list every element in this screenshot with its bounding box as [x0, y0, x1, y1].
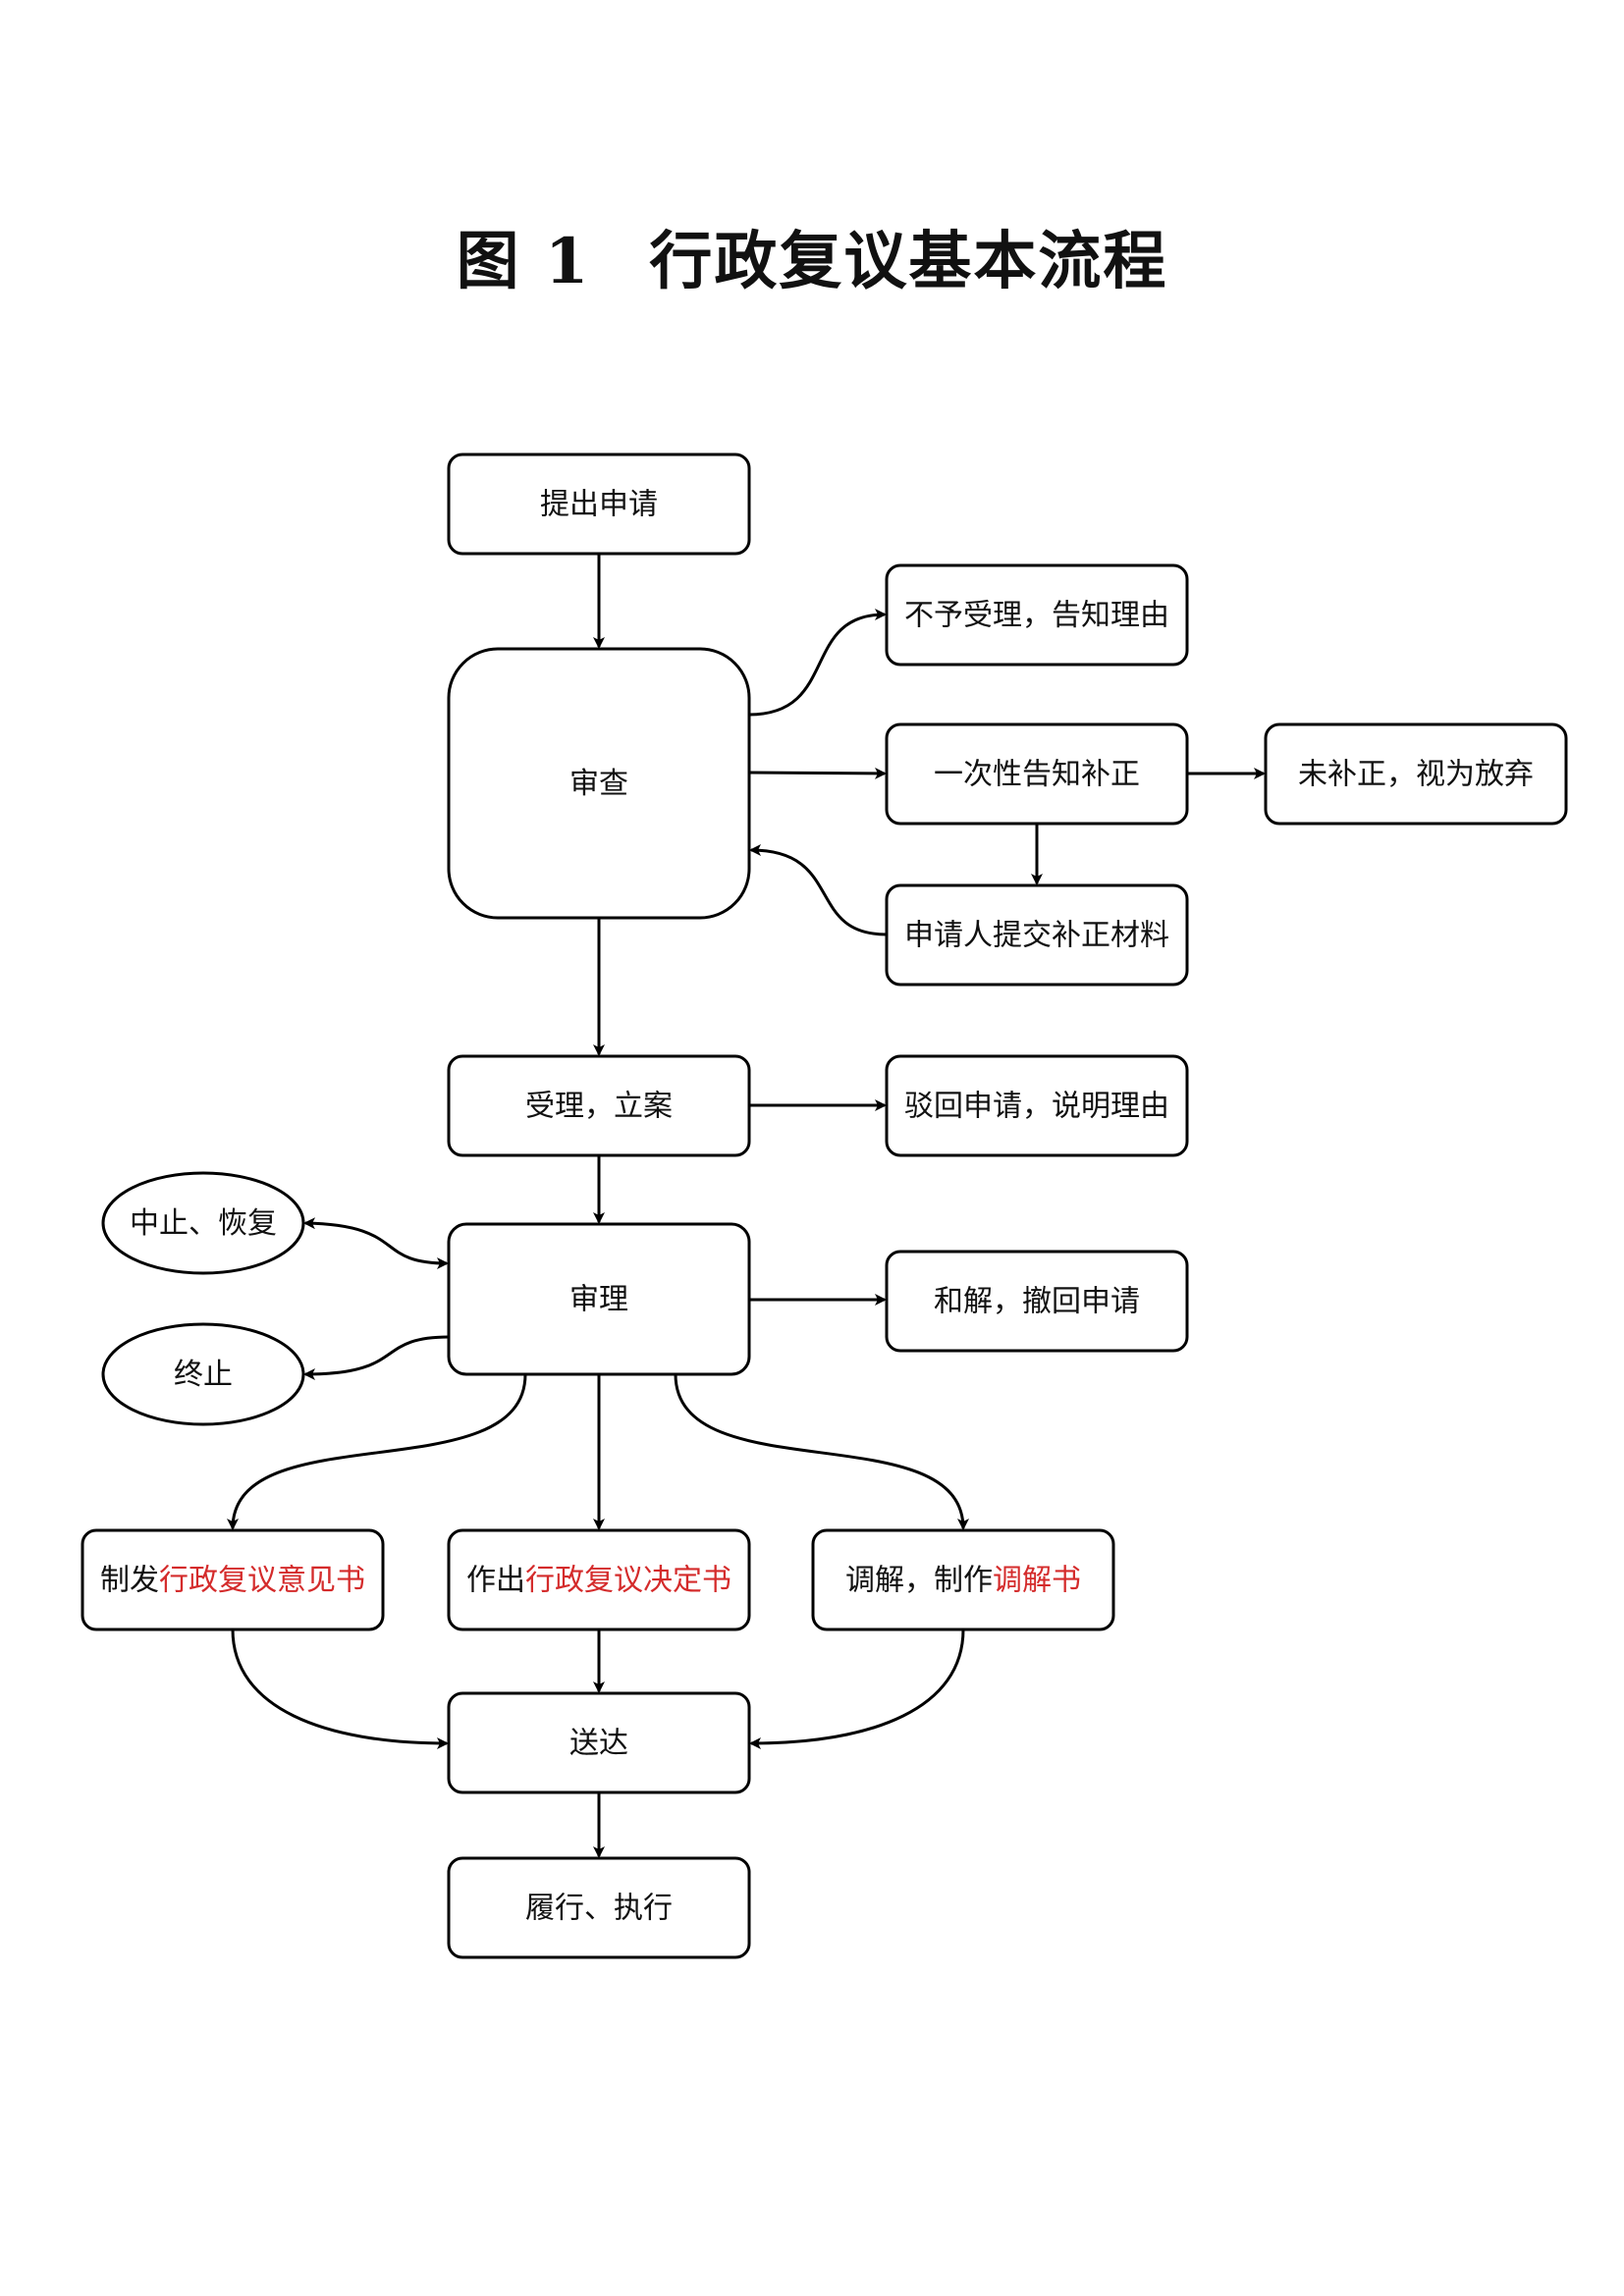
- highlighted-document-name: 行政复议决定书: [525, 1563, 731, 1597]
- highlighted-document-name: 调解书: [993, 1563, 1081, 1597]
- edge-hearing-to-suspend: [303, 1217, 449, 1269]
- label-text: 调解，制作: [845, 1563, 993, 1597]
- node-opinion-label: 制发行政复议意见书: [100, 1563, 365, 1597]
- label-text: 审理: [569, 1282, 628, 1316]
- node-settle-shape: [885, 1250, 1189, 1353]
- node-decision-shape: [447, 1528, 751, 1631]
- node-suspend-shape: [101, 1171, 305, 1275]
- node-apply: 提出申请: [447, 453, 751, 556]
- node-dismiss-shape: [885, 1054, 1189, 1157]
- label-text: 作出: [466, 1563, 525, 1597]
- node-dismiss-label: 驳回申请，说明理由: [904, 1089, 1169, 1123]
- node-execute-shape: [447, 1856, 751, 1959]
- highlighted-document-name: 行政复议意见书: [159, 1563, 365, 1597]
- edge-mediation-to-deliver: [749, 1629, 965, 1749]
- label-text: 不予受理，告知理由: [904, 598, 1169, 632]
- label-text: 未补正，视为放弃: [1298, 757, 1534, 791]
- node-reject-notice-shape: [885, 563, 1189, 667]
- label-text: 受理，立案: [525, 1089, 673, 1123]
- node-suspend: 中止、恢复: [101, 1171, 305, 1275]
- node-not-corrected: 未补正，视为放弃: [1264, 722, 1568, 826]
- edge-hearing-to-opinion: [227, 1373, 527, 1530]
- node-dismiss: 驳回申请，说明理由: [885, 1054, 1189, 1157]
- node-suspend-label: 中止、恢复: [130, 1206, 277, 1241]
- node-mediation-label: 调解，制作调解书: [845, 1563, 1081, 1597]
- node-deliver-shape: [447, 1691, 751, 1794]
- node-hearing-shape: [447, 1222, 751, 1376]
- label-text: 申请人提交补正材料: [904, 918, 1169, 952]
- node-reject-notice: 不予受理，告知理由: [885, 563, 1189, 667]
- edge-review-to-one-time-notice: [748, 767, 887, 779]
- label-text: 一次性告知补正: [934, 757, 1140, 791]
- node-one-time-notice-label: 一次性告知补正: [934, 757, 1140, 791]
- node-hearing-label: 审理: [569, 1282, 628, 1316]
- node-mediation: 调解，制作调解书: [811, 1528, 1115, 1631]
- edge-submit-materials-to-review: [749, 844, 888, 936]
- node-apply-shape: [447, 453, 751, 556]
- node-one-time-notice: 一次性告知补正: [885, 722, 1189, 826]
- node-accept-shape: [447, 1054, 751, 1157]
- label-text: 审查: [569, 767, 628, 801]
- label-text: 送达: [569, 1726, 628, 1760]
- label-text: 中止、恢复: [130, 1206, 277, 1241]
- label-text: 制发: [100, 1563, 159, 1597]
- node-deliver: 送达: [447, 1691, 751, 1794]
- node-execute-label: 履行、执行: [525, 1891, 673, 1925]
- node-terminate-shape: [101, 1322, 305, 1426]
- node-submit-materials-shape: [885, 883, 1189, 987]
- node-apply-label: 提出申请: [540, 487, 658, 521]
- node-opinion-shape: [81, 1528, 385, 1631]
- edge-hearing-to-terminate: [303, 1335, 450, 1380]
- figure-name: 行政复议基本流程: [649, 225, 1168, 298]
- node-one-time-notice-shape: [885, 722, 1189, 826]
- node-accept-label: 受理，立案: [525, 1089, 673, 1123]
- label-text: 履行、执行: [525, 1891, 673, 1925]
- node-settle-label: 和解，撤回申请: [934, 1284, 1140, 1318]
- node-review-shape: [447, 647, 751, 920]
- node-reject-notice-label: 不予受理，告知理由: [904, 598, 1169, 632]
- node-terminate: 终止: [101, 1322, 305, 1426]
- figure-title: 图 1 行政复议基本流程: [0, 211, 1624, 301]
- node-not-corrected-label: 未补正，视为放弃: [1298, 757, 1534, 791]
- node-decision: 作出行政复议决定书: [447, 1528, 751, 1631]
- node-terminate-label: 终止: [174, 1358, 233, 1392]
- node-accept: 受理，立案: [447, 1054, 751, 1157]
- figure-number: 图 1: [456, 225, 591, 298]
- node-opinion: 制发行政复议意见书: [81, 1528, 385, 1631]
- node-settle: 和解，撤回申请: [885, 1250, 1189, 1353]
- node-review-label: 审查: [569, 767, 628, 801]
- node-hearing: 审理: [447, 1222, 751, 1376]
- node-review: 审查: [447, 647, 751, 920]
- label-text: 驳回申请，说明理由: [904, 1089, 1169, 1123]
- node-mediation-shape: [811, 1528, 1115, 1631]
- edge-hearing-to-mediation: [674, 1373, 969, 1530]
- label-text: 提出申请: [540, 487, 658, 521]
- node-execute: 履行、执行: [447, 1856, 751, 1959]
- node-not-corrected-shape: [1264, 722, 1568, 826]
- edge-opinion-to-deliver: [231, 1629, 449, 1749]
- label-text: 和解，撤回申请: [934, 1284, 1140, 1318]
- node-submit-materials-label: 申请人提交补正材料: [904, 918, 1169, 952]
- node-submit-materials: 申请人提交补正材料: [885, 883, 1189, 987]
- node-decision-label: 作出行政复议决定书: [466, 1563, 731, 1597]
- edge-review-to-reject-notice: [748, 609, 887, 717]
- label-text: 终止: [174, 1358, 233, 1392]
- node-deliver-label: 送达: [569, 1726, 628, 1760]
